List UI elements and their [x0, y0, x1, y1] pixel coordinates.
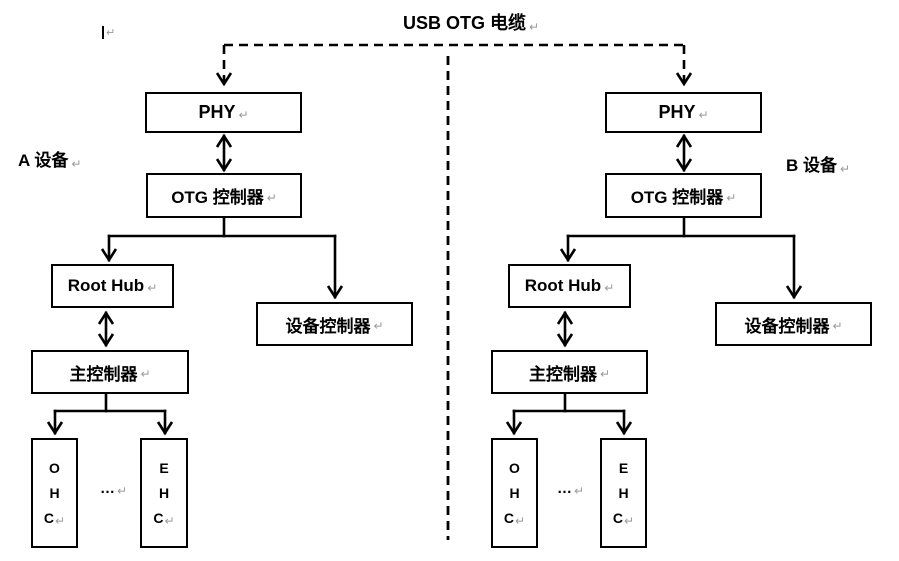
paragraph-mark: ↵	[238, 107, 249, 122]
device-controller-box-a: 设备控制器↵	[256, 302, 413, 346]
paragraph-mark: ↵	[604, 281, 615, 295]
ohc-letter: O	[49, 459, 60, 476]
paragraph-mark: ↵	[515, 513, 526, 528]
ohc-letter: C	[503, 509, 515, 526]
ehc-letter: H	[158, 484, 170, 501]
diagram-title: USB OTG 电缆 ↵	[403, 9, 539, 35]
paragraph-mark: ↵	[529, 20, 540, 34]
device-a-label: A 设备 ↵	[18, 146, 81, 171]
paragraph-mark: ↵	[147, 281, 158, 295]
ehc-letter: E	[618, 459, 629, 476]
ehc-letter: E	[159, 459, 169, 476]
device-b-label: B 设备 ↵	[786, 151, 850, 176]
paragraph-mark: ↵	[266, 190, 277, 205]
otg-controller-box-a: OTG 控制器↵	[146, 173, 302, 218]
ohc-letter: H	[509, 484, 520, 501]
root-hub-box-b: Root Hub↵	[508, 264, 631, 308]
host-controller-box-a: 主控制器↵	[31, 350, 189, 394]
phy-label: PHY	[658, 102, 696, 122]
otg-controller-label: OTG 控制器	[171, 188, 264, 207]
paragraph-mark: ↵	[624, 513, 635, 528]
diagram-title-text: USB OTG 电缆	[403, 13, 527, 33]
ehc-letter: H	[618, 484, 629, 501]
ellipsis-b: … ↵	[557, 480, 585, 497]
paragraph-mark: ↵	[599, 367, 611, 381]
device-b-label-text: B 设备	[786, 156, 837, 175]
host-controller-label: 主控制器	[69, 364, 138, 384]
ehc-box-a: E H C↵	[140, 438, 188, 548]
phy-label: PHY	[198, 102, 236, 122]
paragraph-mark: ↵	[726, 190, 737, 205]
paragraph-mark: ↵	[140, 367, 151, 381]
root-hub-box-a: Root Hub↵	[51, 264, 174, 308]
paragraph-mark: ↵	[698, 107, 709, 122]
ohc-letter: O	[509, 459, 520, 476]
device-a-label-text: A 设备	[18, 151, 69, 170]
paragraph-mark: ↵	[55, 513, 66, 528]
root-hub-label: Root Hub	[67, 276, 145, 295]
device-controller-box-b: 设备控制器↵	[715, 302, 872, 346]
ohc-letter: C	[43, 509, 55, 526]
paragraph-mark: ↵	[840, 162, 851, 176]
paragraph-mark: ↵	[117, 484, 129, 498]
ehc-letter: C	[612, 509, 624, 526]
ellipsis-text: …	[557, 480, 573, 497]
paragraph-mark: ↵	[106, 27, 116, 39]
otg-controller-box-b: OTG 控制器↵	[605, 173, 762, 218]
phy-box-a: PHY↵	[145, 92, 302, 133]
device-b-connectors	[505, 133, 803, 436]
ellipsis-a: … ↵	[100, 480, 128, 497]
root-hub-label: Root Hub	[524, 276, 602, 295]
paragraph-mark: ↵	[832, 319, 843, 333]
paragraph-mark: ↵	[574, 484, 586, 498]
otg-cable-dashed-link	[215, 43, 693, 87]
ehc-letter: C	[153, 509, 164, 526]
device-controller-label: 设备控制器	[744, 316, 830, 336]
paragraph-mark: ↵	[164, 513, 175, 528]
ehc-box-b: E H C↵	[600, 438, 647, 548]
device-a-connectors	[46, 133, 344, 436]
ellipsis-text: …	[100, 480, 116, 497]
ohc-box-b: O H C↵	[491, 438, 538, 548]
otg-controller-label: OTG 控制器	[630, 188, 724, 207]
paragraph-mark: ↵	[373, 319, 384, 333]
host-controller-box-b: 主控制器↵	[491, 350, 648, 394]
device-controller-label: 设备控制器	[285, 316, 371, 336]
text-cursor	[102, 26, 104, 39]
ohc-box-a: O H C↵	[31, 438, 78, 548]
paragraph-mark: ↵	[71, 157, 82, 171]
host-controller-label: 主控制器	[528, 364, 597, 384]
phy-box-b: PHY↵	[605, 92, 762, 133]
ohc-letter: H	[49, 484, 60, 501]
